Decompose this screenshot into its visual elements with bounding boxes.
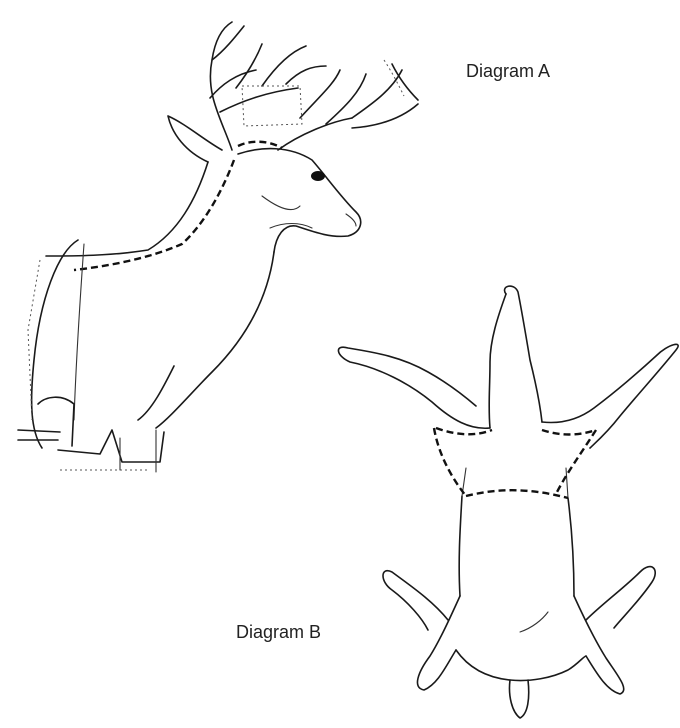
right-hind-leg-outer [574, 596, 624, 694]
body-right-side [568, 498, 574, 596]
left-hind-leg-inner [383, 571, 448, 630]
eye [311, 171, 325, 181]
ear [168, 116, 222, 162]
neck-back-outline [46, 162, 208, 256]
panel-texture [28, 260, 40, 420]
chest-cut [466, 490, 568, 498]
flat-skin-drawing [338, 286, 678, 718]
brisket-line [138, 366, 174, 420]
belly-mark [520, 612, 548, 632]
skin-neck-left [489, 294, 506, 428]
right-armpit-cut [542, 430, 596, 435]
stand-legs [120, 430, 156, 472]
deer-head-outline [238, 149, 361, 252]
right-front-leg [542, 344, 678, 448]
form-stand [58, 430, 164, 462]
tail [509, 680, 528, 718]
left-front-leg [338, 347, 490, 428]
form-base-lines [18, 430, 60, 440]
diagram-a-label: Diagram A [466, 61, 550, 82]
cheek-line [262, 196, 300, 210]
antlers [210, 22, 418, 150]
form-shoulder [38, 397, 74, 446]
diagram-b-label: Diagram B [236, 622, 321, 643]
nose [346, 214, 356, 226]
neck-front-outline [156, 252, 274, 428]
rump-outline [456, 650, 586, 681]
right-leg-cut [556, 430, 596, 494]
deer-mount-drawing [18, 22, 418, 472]
right-hind-leg-inner [586, 567, 655, 628]
dorsal-incision [74, 160, 234, 270]
skin-neck-right [505, 286, 542, 422]
left-leg-cut [434, 428, 466, 496]
body-left-side [459, 496, 462, 596]
antler-incision [238, 142, 282, 148]
